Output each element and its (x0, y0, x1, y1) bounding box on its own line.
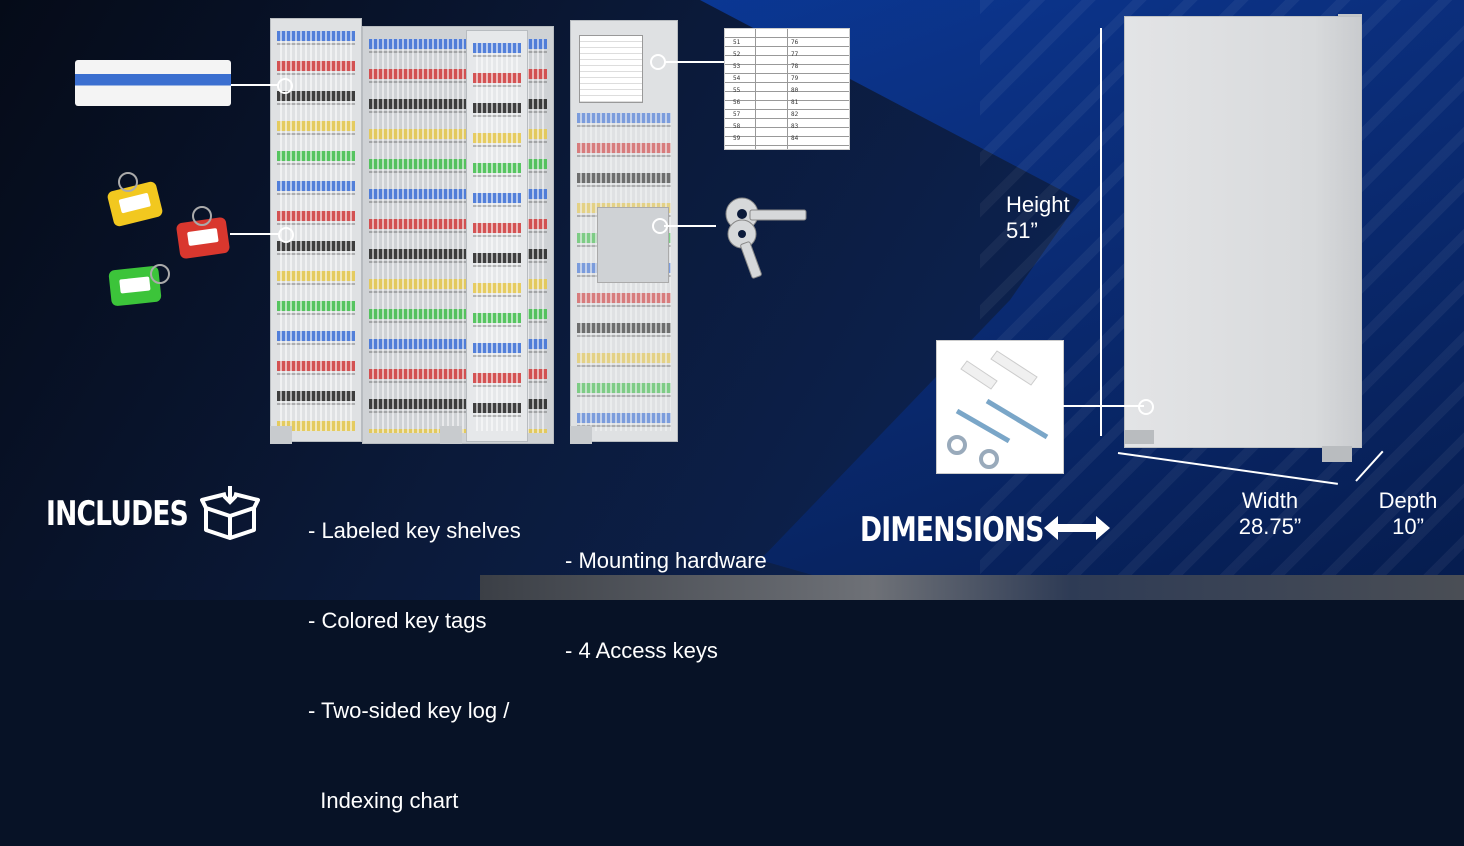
includes-item: - Colored key tags (308, 608, 487, 633)
key-shelf-image (75, 60, 231, 106)
includes-item: - Mounting hardware (565, 548, 767, 573)
closed-cabinet-image (1124, 16, 1362, 448)
includes-list-left: - Labeled key shelves - Colored key tags… (308, 456, 521, 846)
height-measure-line (1100, 28, 1102, 436)
key-log-number: 82 (791, 111, 799, 118)
key-log-number: 79 (791, 75, 799, 82)
box-download-icon (200, 486, 260, 540)
cabinet-foot (440, 426, 462, 444)
cabinet-foot (1124, 430, 1154, 444)
key-log-number: 84 (791, 135, 799, 142)
indexing-chart-pocket (579, 35, 643, 103)
callout-line (664, 61, 724, 63)
includes-list-right: - Mounting hardware - 4 Access keys (565, 486, 767, 696)
tag-ring (118, 172, 138, 192)
key-log-number: 53 (733, 63, 741, 70)
key-log-number: 51 (733, 39, 741, 46)
includes-heading: INCLUDES (46, 494, 189, 534)
includes-item: Indexing chart (308, 788, 459, 813)
cabinet-foot (270, 426, 292, 444)
double-arrow-icon (1044, 516, 1110, 540)
key-log-number: 57 (733, 111, 741, 118)
key-log-number: 83 (791, 123, 799, 130)
key-log-image: 51 76 52 77 53 78 54 79 55 80 56 81 57 82 58 83 59 84 (724, 28, 850, 150)
cabinet-key-wing (466, 30, 528, 442)
key-log-number: 81 (791, 99, 799, 106)
access-keys-icon (725, 197, 807, 279)
callout-dot (650, 54, 666, 70)
callout-line (1062, 405, 1144, 407)
depth-label: Depth 10” (1378, 488, 1438, 539)
cabinet-right-door (570, 20, 678, 442)
tag-ring (150, 264, 170, 284)
key-log-number: 54 (733, 75, 741, 82)
open-key-cabinet (270, 18, 678, 444)
tag-ring (192, 206, 212, 226)
key-log-number: 55 (733, 87, 741, 94)
callout-line (231, 84, 279, 86)
key-log-number: 56 (733, 99, 741, 106)
callout-dot (652, 218, 668, 234)
callout-dot (277, 78, 293, 94)
key-log-number: 76 (791, 39, 799, 46)
callout-dot (278, 227, 294, 243)
height-label: Height 51” (1006, 192, 1070, 243)
cabinet-foot (1322, 446, 1352, 462)
cabinet-foot (570, 426, 592, 444)
key-log-number: 78 (791, 63, 799, 70)
bottom-photo-strip (480, 575, 1464, 600)
key-log-number: 80 (791, 87, 799, 94)
callout-line (230, 233, 280, 235)
includes-item: - 4 Access keys (565, 638, 718, 663)
key-log-number: 77 (791, 51, 799, 58)
key-log-number: 59 (733, 135, 741, 142)
key-log-number: 52 (733, 51, 741, 58)
callout-line (664, 225, 716, 227)
includes-item: - Two-sided key log / (308, 698, 510, 723)
includes-item: - Labeled key shelves (308, 518, 521, 543)
key-log-number: 58 (733, 123, 741, 130)
mounting-hardware-image (936, 340, 1064, 474)
width-label: Width 28.75” (1238, 488, 1302, 539)
dimensions-heading: DIMENSIONS (860, 510, 1044, 550)
callout-dot (1138, 399, 1154, 415)
